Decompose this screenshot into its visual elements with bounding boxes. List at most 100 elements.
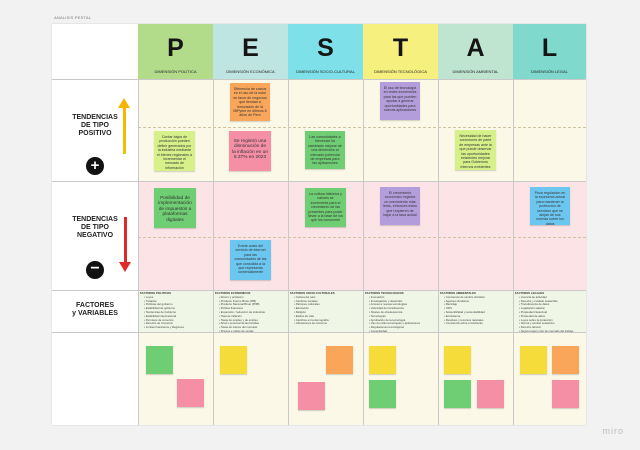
- board-title: ANALISIS PESTAL: [54, 15, 92, 20]
- factor-item: Residuos y recursos naturales: [444, 318, 512, 323]
- factor-item: Estabilidad de gobierno: [144, 306, 212, 311]
- sticky-note[interactable]: Existe costo del servicio de internet pa…: [230, 240, 271, 280]
- header-dimension: DIMENSIÓN LEGAL: [531, 69, 568, 74]
- header-economica: E DIMENSIÓN ECONÓMICA: [213, 24, 288, 79]
- blank-sticky-note[interactable]: [220, 346, 247, 374]
- row-divider: [52, 290, 586, 291]
- row-divider: [52, 181, 586, 182]
- blank-sticky-note[interactable]: [298, 382, 325, 410]
- row-title-line: FACTORES: [76, 302, 114, 309]
- factor-item: Tasa de inflación: [219, 314, 287, 319]
- blank-sticky-note[interactable]: [444, 380, 471, 408]
- factor-item: Estabilidad internacional: [144, 314, 212, 319]
- blank-sticky-note[interactable]: [520, 346, 547, 374]
- factor-item: Cambios sociales: [294, 299, 362, 304]
- blank-notes-band: [138, 332, 586, 425]
- header-letter: S: [317, 34, 334, 62]
- factor-item: Conciencia sobre el Ambiente: [444, 322, 512, 326]
- factor-item: Ahorro personal de las familias: [219, 322, 287, 326]
- factors-ambientales: FACTORES AMBIENTALES Conciencia de cambi…: [440, 292, 512, 326]
- factor-item: Seguro legal y tipo de mercado del traba…: [519, 329, 587, 334]
- blank-sticky-note[interactable]: [369, 346, 396, 374]
- factors-title: FACTORES ECONÓMICOS: [215, 292, 251, 295]
- factor-item: Producto Interno Bruto (PIB): [219, 299, 287, 304]
- column-divider: [288, 79, 289, 425]
- sticky-note[interactable]: La cultura histórica y valores se increm…: [305, 188, 346, 227]
- row-title-positive: TENDENCIAS DE TIPO POSITIVO: [52, 114, 138, 138]
- column-divider: [363, 79, 364, 425]
- sticky-note[interactable]: Contar bajos de producción pueden defini…: [154, 131, 195, 171]
- factor-item: Patrones culturales: [294, 303, 362, 307]
- factor-item: Norma y cambio sustantivo: [519, 322, 587, 326]
- blank-sticky-note[interactable]: [326, 346, 353, 374]
- factor-item: Licencia de actividad: [519, 295, 587, 300]
- row-title-factors: FACTORES y VARIABLES: [52, 302, 138, 318]
- plus-icon: +: [86, 157, 104, 175]
- sticky-note[interactable]: Posibilidad de implementación de impuest…: [154, 188, 196, 228]
- sticky-note[interactable]: Diferencia de costos en el uso de la nub…: [230, 83, 270, 121]
- factor-item: Ecosistema: [444, 314, 512, 319]
- factor-item: Reciclaje: [444, 303, 512, 307]
- row-title-line: POSITIVO: [78, 130, 112, 137]
- column-divider: [138, 79, 139, 425]
- blank-sticky-note[interactable]: [552, 346, 579, 374]
- sticky-note[interactable]: Las comunidades a bienestar ha cambiado …: [305, 131, 345, 169]
- factors-economicos: FACTORES ECONÓMICOS Ahorro y préstamo Pr…: [215, 292, 287, 334]
- factor-item: Política financiera: [219, 306, 287, 311]
- factor-item: Agentes climáticos: [444, 299, 512, 304]
- factor-item: Políticas del gobierno: [144, 303, 212, 307]
- row-divider: [52, 79, 586, 80]
- sticky-note[interactable]: El uso de tecnología en redes incrementa…: [380, 82, 420, 120]
- row-title-line: DE TIPO: [80, 224, 109, 231]
- factor-item: Derecho y cuidado sostenible: [519, 299, 587, 304]
- factors-politicos: FACTORES POLÍTICOS Leyes Tratados Políti…: [140, 292, 212, 330]
- header-letter: T: [392, 34, 409, 62]
- blank-sticky-note[interactable]: [369, 380, 396, 408]
- row-title-negative: TENDENCIAS DE TIPO NEGATIVO: [52, 216, 138, 240]
- factor-item: Producto Nacional Bruto (PNB): [219, 303, 287, 307]
- factor-item: Acceso a nuevas tecnologías: [369, 303, 437, 307]
- factor-item: Cultura del país: [294, 295, 362, 300]
- factor-item: Tratados: [144, 299, 212, 304]
- factor-item: Tecnologías: [369, 314, 437, 319]
- factor-item: Sostenibilidad y sustentabilidad: [444, 310, 512, 315]
- factor-item: Propiedad intelectual: [519, 310, 587, 315]
- miro-logo: miro: [602, 426, 624, 436]
- factor-item: Tendencias de Gobierno: [144, 310, 212, 315]
- factor-item: Aprobación de la tecnología: [369, 318, 437, 323]
- header-letter: E: [242, 34, 259, 62]
- header-letter: P: [167, 34, 184, 62]
- factor-item: Propiedad de datos: [519, 314, 587, 319]
- column-divider: [438, 79, 439, 425]
- header-legal: L DIMENSIÓN LEGAL: [513, 24, 586, 79]
- sticky-note[interactable]: Se registró una disminución de la inflac…: [229, 131, 271, 171]
- factor-item: Conectividad: [369, 329, 437, 334]
- blank-sticky-note[interactable]: [146, 346, 173, 374]
- sticky-note[interactable]: Poca regulación en la economía actual pa…: [530, 187, 570, 225]
- row-subdivider: [138, 237, 586, 238]
- factors-socioculturales: FACTORES SOCIO-CULTURALES Cultura del pa…: [290, 292, 362, 326]
- factor-item: Tasas de interés del mercado: [219, 325, 287, 330]
- factors-title: FACTORES POLÍTICOS: [140, 292, 172, 295]
- sticky-note[interactable]: El crecimiento económico registra un cre…: [380, 187, 420, 225]
- factor-item: Estilos de vida: [294, 314, 362, 319]
- factors-title: FACTORES TECNOLÓGICOS: [365, 292, 404, 295]
- factor-item: Velocidad de transferencia: [369, 306, 437, 311]
- factor-item: Tasas de empleo y de empleo: [219, 318, 287, 323]
- factor-item: Niveles de obsolescencia: [369, 310, 437, 315]
- blank-sticky-note[interactable]: [477, 380, 504, 408]
- row-title-line: TENDENCIAS: [72, 216, 118, 223]
- blank-sticky-note[interactable]: [552, 380, 579, 408]
- column-divider: [513, 79, 514, 425]
- factor-item: Religión: [294, 310, 362, 315]
- factor-item: Conciencia de cambio climático: [444, 295, 512, 300]
- row-title-line: y VARIABLES: [72, 310, 118, 317]
- blank-sticky-note[interactable]: [177, 379, 204, 407]
- blank-sticky-note[interactable]: [444, 346, 471, 374]
- sticky-note[interactable]: Necesidad de hacer conectores de parte d…: [455, 130, 496, 170]
- factor-item: Uso de otras tecnologías y aplicaciones: [369, 322, 437, 326]
- factors-legales: FACTORES LEGALES Licencia de actividad D…: [515, 292, 587, 334]
- row-title-line: NEGATIVO: [76, 232, 114, 239]
- factor-item: Regulaciones tecnológicas: [369, 325, 437, 330]
- header-letter: A: [466, 34, 485, 62]
